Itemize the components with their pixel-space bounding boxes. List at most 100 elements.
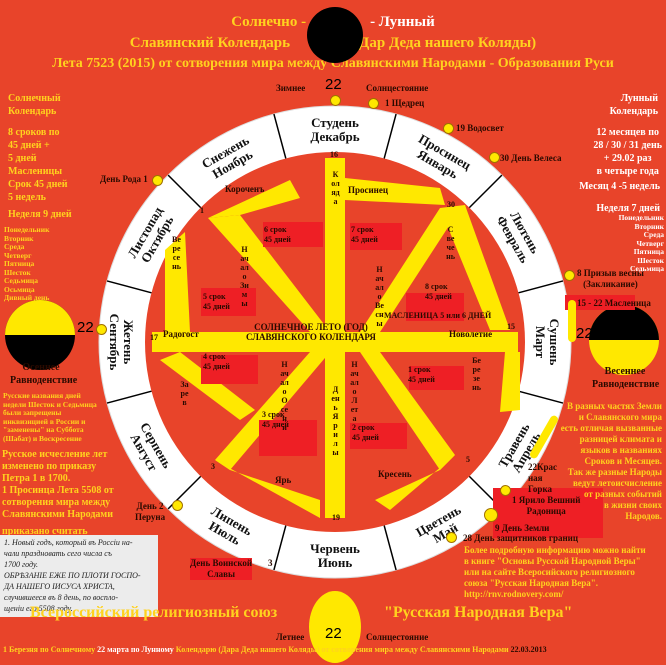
holiday-veles: 30 День Велеса bbox=[500, 153, 562, 163]
month-divider bbox=[518, 280, 564, 294]
equinox-dot-icon bbox=[96, 324, 107, 335]
sun-icon bbox=[309, 591, 361, 663]
lunar-week: Неделя 7 дней bbox=[596, 203, 660, 214]
month-divider bbox=[106, 280, 152, 294]
holiday-dot-icon bbox=[564, 270, 575, 281]
black-moon-icon bbox=[307, 7, 363, 63]
winter-solstice-day: 22 bbox=[325, 76, 342, 93]
autumn-equinox-day: 22 bbox=[77, 319, 94, 336]
holiday-roda: День Рода 1 bbox=[100, 174, 148, 184]
wheel-day-number: 17 bbox=[150, 333, 158, 342]
holiday-vodosvet: 19 Водосвет bbox=[456, 123, 504, 133]
month-label: ЖетеньСентябрь bbox=[107, 314, 136, 371]
month-divider bbox=[518, 390, 564, 404]
month-divider bbox=[273, 525, 287, 571]
holiday-dot-icon bbox=[484, 508, 498, 522]
feast-prosinets: Просинец bbox=[348, 185, 389, 195]
holiday-prizyv: 8 Призыв весны(Закликание) bbox=[577, 268, 644, 289]
spring-equinox-day: 22 bbox=[576, 325, 593, 342]
solstice-label: Солнцестояние bbox=[366, 83, 429, 93]
holiday-dot-icon bbox=[500, 485, 511, 496]
holiday-dot-icon bbox=[443, 123, 454, 134]
title-gift: (Дар Деда нашего Коляды) bbox=[354, 35, 537, 51]
holiday-dot-icon bbox=[489, 152, 500, 163]
solstice-dot-icon bbox=[330, 95, 341, 106]
feast-svechen: Свечень bbox=[446, 225, 455, 261]
wheel-day-number: 16 bbox=[330, 150, 338, 159]
holiday-dot-icon bbox=[172, 500, 183, 511]
feast-kresen: Кресень bbox=[378, 469, 412, 479]
feast-nachalo_leta: Начало Лета bbox=[350, 360, 359, 423]
title-solar: Солнечно - bbox=[231, 14, 307, 30]
month-divider bbox=[273, 113, 287, 159]
title-line-3: Лета 7523 (2015) от сотворения мира межд… bbox=[52, 56, 614, 71]
winter-label: Зимнее bbox=[276, 83, 306, 93]
month-divider bbox=[383, 113, 397, 159]
month-label: СушеньМарт bbox=[533, 319, 562, 366]
title-calendar: Славянский Колендарь bbox=[129, 35, 291, 51]
wheel-day-number: 3 bbox=[211, 462, 215, 471]
month-divider bbox=[383, 525, 397, 571]
holiday-dot-icon bbox=[152, 175, 163, 186]
feast-korochen: Короченъ bbox=[225, 184, 265, 194]
wheel-day-number: 19 bbox=[332, 513, 340, 522]
summer-solstice-day: 22 bbox=[325, 625, 342, 642]
holiday-zemli: 9 День Земли bbox=[495, 523, 550, 533]
wheel-day-number: 1 bbox=[200, 206, 204, 215]
feast-radogost: Радогост bbox=[163, 329, 199, 339]
title-line-1: Солнечно - - Лунный bbox=[0, 14, 666, 31]
month-divider bbox=[106, 390, 152, 404]
union-title: "Русская Народная Вера" bbox=[384, 604, 573, 621]
wheel-day-number: 5 bbox=[466, 455, 470, 464]
month-divider bbox=[468, 174, 503, 209]
feast-yarilo_day: День Ярилы bbox=[331, 385, 340, 457]
feast-nachalo_zimy: Начало Зимы bbox=[240, 245, 249, 308]
feast-veresen: Вересень bbox=[172, 235, 181, 271]
title-lunar: - Лунный bbox=[370, 14, 435, 30]
holiday-dot-icon bbox=[446, 532, 457, 543]
wheel-maslenitsa: МАСЛЕНИЦА 5 или 6 ДНЕЙ bbox=[384, 311, 492, 320]
feast-nachalo_vesny: Начало Весны bbox=[375, 265, 384, 328]
union-name: Всероссийский религиозный союз bbox=[30, 604, 278, 621]
holiday-shchedrets: 1 Щедрец bbox=[385, 98, 425, 108]
kolovrat-symbol bbox=[152, 158, 520, 518]
holiday-military-day: 3 bbox=[268, 558, 273, 568]
summer-label: Летнее bbox=[276, 632, 305, 642]
wheel-center-title: СОЛНЕЧНОЕ ЛЕТО (ГОД)СЛАВЯНСКОГО КОЛЕНДАР… bbox=[246, 322, 376, 342]
lunar-month-length: Месяц 4 -5 недель bbox=[579, 181, 660, 192]
feast-yar: Ярь bbox=[275, 475, 292, 485]
feast-zarev: Зарев bbox=[180, 380, 189, 407]
feast-berezen: Березень bbox=[472, 356, 481, 392]
feast-nachalo_oseni: Начало Осени bbox=[280, 360, 289, 432]
historical-document-image: 1. Новый годъ, который въ Россіи на-чали… bbox=[0, 535, 158, 617]
holiday-border-guards: 28 День защитников границ bbox=[463, 533, 579, 543]
wheel-day-number: 30 bbox=[447, 200, 455, 209]
footer-note: 1 Березня по Солнечному 22 марта по Лунн… bbox=[3, 645, 547, 654]
solstice-label: Солнцестояние bbox=[366, 632, 429, 642]
wheel-day-number: 15 bbox=[507, 322, 515, 331]
website-link[interactable]: http://rnv.rodnovery.com/ bbox=[464, 589, 564, 599]
feast-kolyada: Коляда bbox=[331, 170, 340, 206]
